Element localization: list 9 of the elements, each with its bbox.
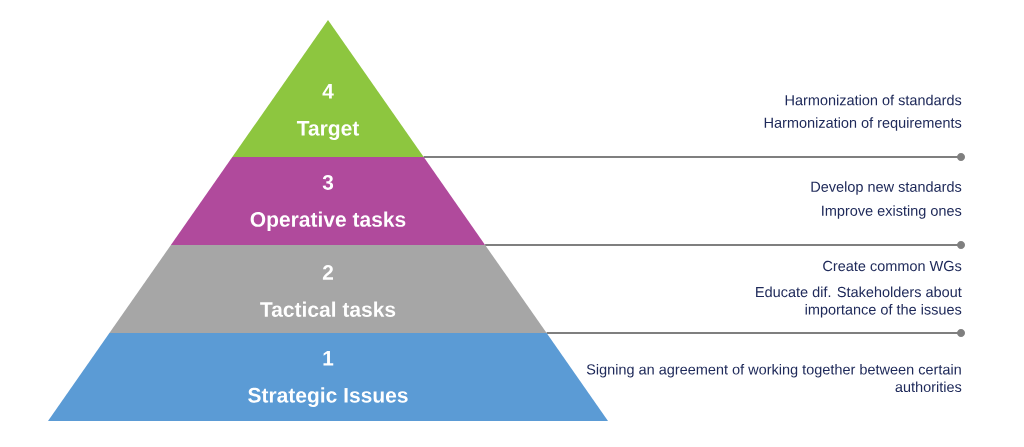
- tier-description: Develop new standards: [811, 181, 962, 195]
- pyramid-tier: 4 Target: [232, 20, 424, 157]
- tier-description: Improve existing ones: [822, 205, 962, 219]
- tier-description: Educate dif. Stakeholders about importance of the issues: [756, 286, 962, 318]
- pyramid-tier: 2 Tactical tasks: [109, 245, 547, 333]
- tier-description: Harmonization of standards: [785, 94, 962, 106]
- pyramid-tier: 3 Operative tasks: [170, 157, 486, 245]
- tier-description: Create common WGs: [823, 260, 962, 272]
- tier-description: Harmonization of requirements: [764, 117, 962, 131]
